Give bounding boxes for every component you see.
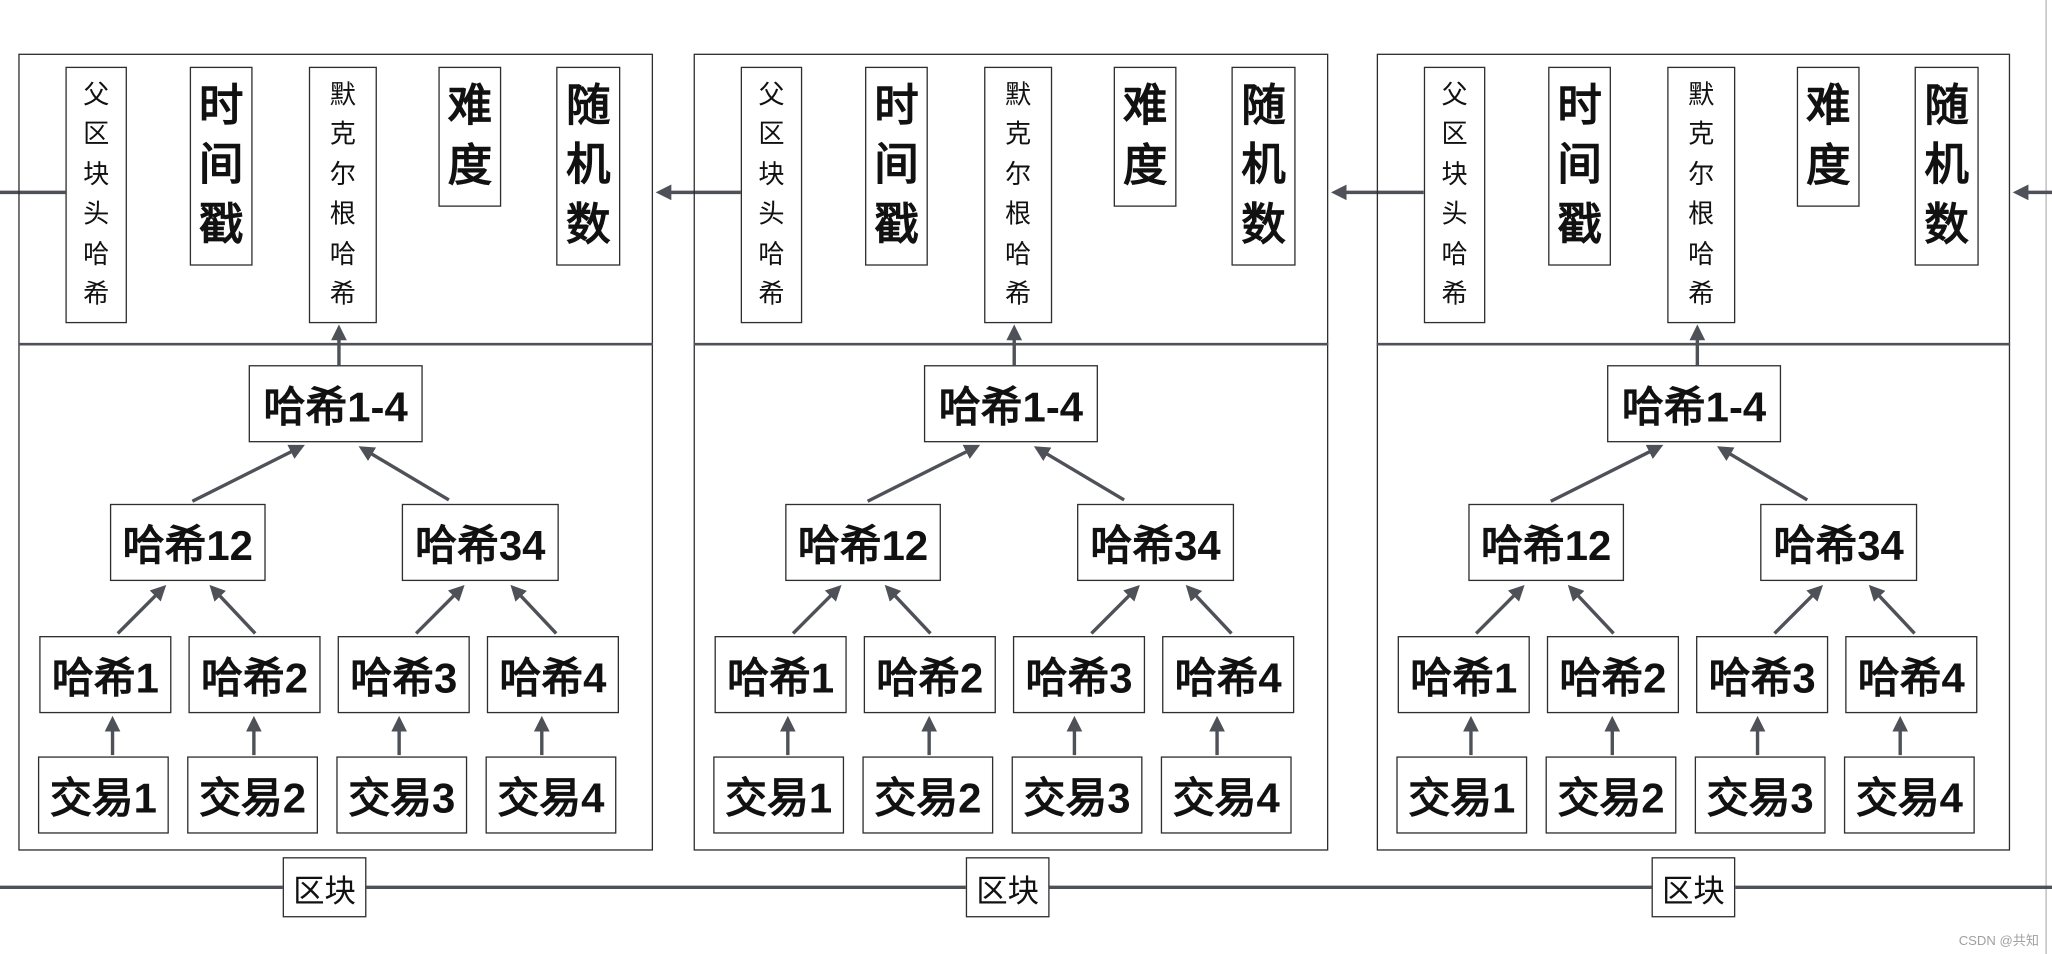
parent-block-hash-label: 父区块头哈希 [1441,80,1468,309]
merkle-root-hash-field: 默克尔根哈希 [984,66,1053,324]
parent-block-hash-label: 父区块头哈希 [758,80,785,309]
hash-34-node: 哈希34 [1760,503,1918,582]
hash-4-node: 哈希4 [1845,636,1978,714]
parent-block-hash-field: 父区块头哈希 [1423,66,1486,324]
hash-1-node: 哈希1 [1397,636,1530,714]
timestamp-field: 时间戳 [1548,66,1611,266]
merkle-root-node: 哈希1-4 [248,365,423,443]
transaction-4-node: 交易4 [1843,756,1975,834]
nonce-field: 随机数 [1914,66,1979,266]
block-label: 区块 [282,857,367,918]
transaction-1-node: 交易1 [37,756,169,834]
parent-block-hash-field: 父区块头哈希 [740,66,803,324]
timestamp-label: 时间戳 [198,80,244,250]
block-frame [18,53,654,851]
transaction-2-node: 交易2 [862,756,994,834]
merkle-root-hash-label: 默克尔根哈希 [1005,80,1032,309]
parent-block-hash-field: 父区块头哈希 [65,66,127,324]
transaction-2-node: 交易2 [187,756,319,834]
hash-34-node: 哈希34 [1077,503,1235,582]
merkle-root-hash-label: 默克尔根哈希 [1688,80,1715,309]
transaction-3-node: 交易3 [1694,756,1826,834]
watermark: CSDN @共知 [1958,934,2039,949]
nonce-label: 随机数 [565,80,611,250]
timestamp-label: 时间戳 [1557,80,1602,250]
block: 父区块头哈希 时间戳 默克尔根哈希 难度 随机数 哈希1-4 哈希12 哈希34… [18,53,654,851]
difficulty-label: 难度 [447,81,493,191]
transaction-3-node: 交易3 [336,756,468,834]
hash-12-node: 哈希12 [1468,503,1625,582]
difficulty-field: 难度 [438,66,502,207]
hash-12-node: 哈希12 [109,503,266,582]
hash-2-node: 哈希2 [188,636,321,714]
timestamp-label: 时间戳 [874,80,919,250]
difficulty-field: 难度 [1796,66,1860,207]
block-label: 区块 [1651,857,1736,918]
transaction-1-node: 交易1 [713,756,845,834]
hash-34-node: 哈希34 [401,503,559,582]
hash-2-node: 哈希2 [1546,636,1680,714]
block: 父区块头哈希 时间戳 默克尔根哈希 难度 随机数 哈希1-4 哈希12 哈希34… [1376,53,2011,851]
hash-3-node: 哈希3 [337,636,470,714]
transaction-1-node: 交易1 [1396,756,1528,834]
hash-1-node: 哈希1 [39,636,172,714]
transaction-4-node: 交易4 [1160,756,1292,834]
merkle-root-node: 哈希1-4 [923,365,1098,443]
nonce-label: 随机数 [1924,80,1969,250]
timestamp-field: 时间戳 [189,66,253,266]
block: 父区块头哈希 时间戳 默克尔根哈希 难度 随机数 哈希1-4 哈希12 哈希34… [693,53,1329,851]
hash-3-node: 哈希3 [1696,636,1829,714]
merkle-root-hash-field: 默克尔根哈希 [308,66,377,324]
block-label: 区块 [965,857,1050,918]
hash-4-node: 哈希4 [1162,636,1295,714]
header-body-divider [18,342,654,346]
hash-1-node: 哈希1 [714,636,847,714]
hash-4-node: 哈希4 [486,636,620,714]
difficulty-label: 难度 [1805,81,1851,191]
nonce-field: 随机数 [1231,66,1296,266]
parent-block-hash-label: 父区块头哈希 [83,80,110,309]
hash-2-node: 哈希2 [863,636,996,714]
nonce-field: 随机数 [556,66,621,266]
nonce-label: 随机数 [1241,80,1286,250]
hash-12-node: 哈希12 [785,503,941,582]
header-body-divider [693,342,1329,346]
block-frame [693,53,1329,851]
timestamp-field: 时间戳 [865,66,928,266]
transaction-4-node: 交易4 [485,756,617,834]
transaction-2-node: 交易2 [1545,756,1677,834]
merkle-root-node: 哈希1-4 [1607,365,1782,443]
transaction-3-node: 交易3 [1011,756,1143,834]
merkle-root-hash-field: 默克尔根哈希 [1667,66,1736,324]
difficulty-field: 难度 [1113,66,1177,207]
merkle-root-hash-label: 默克尔根哈希 [329,80,356,309]
difficulty-label: 难度 [1122,81,1168,191]
block-frame [1376,53,2011,851]
hash-3-node: 哈希3 [1012,636,1146,714]
header-body-divider [1376,342,2011,346]
